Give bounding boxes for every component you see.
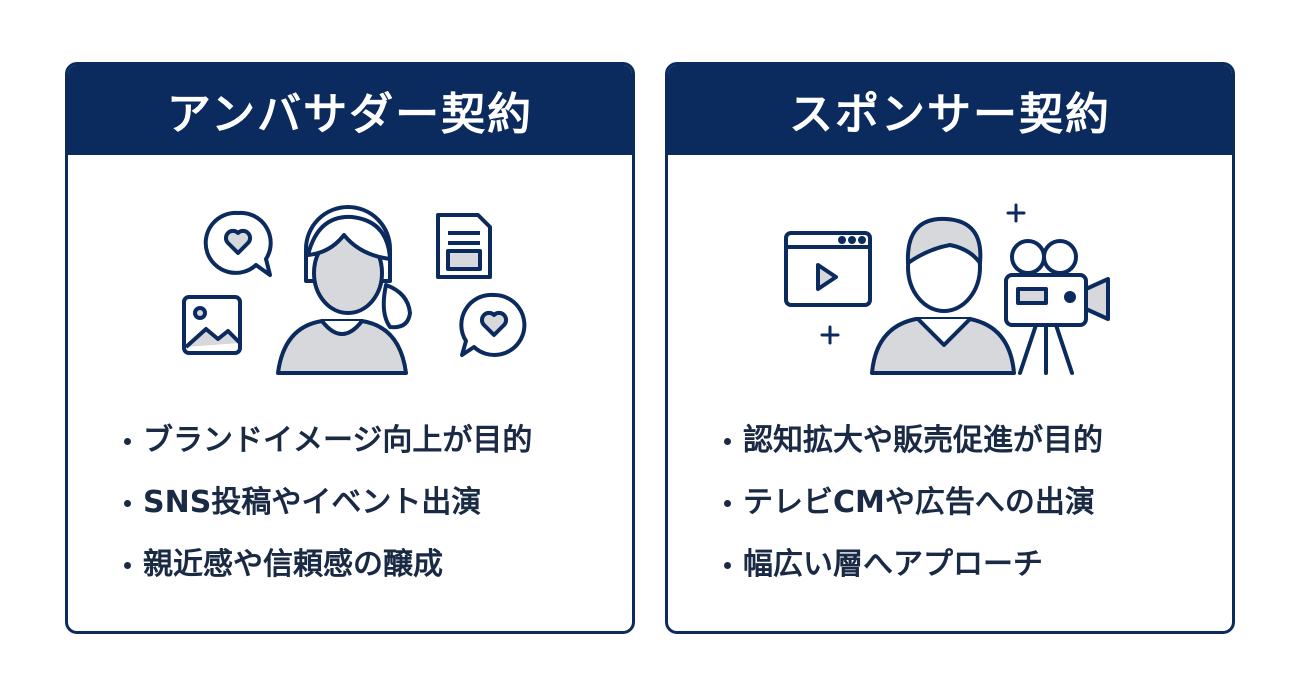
bullet-dot-icon xyxy=(724,499,731,507)
bullet-text: テレビCMや広告への出演 xyxy=(743,485,1095,520)
sponsor-illustration-svg xyxy=(784,203,1110,375)
sponsor-contract-card: スポンサー契約 xyxy=(665,62,1235,634)
list-item: 親近感や信頼感の醸成 xyxy=(120,534,532,596)
bullet-text: ブランドイメージ向上が目的 xyxy=(143,423,533,458)
list-item: 認知拡大や販売促進が目的 xyxy=(720,410,1103,472)
bullet-dot-icon xyxy=(724,561,731,569)
ambassador-bullet-list: ブランドイメージ向上が目的 SNS投稿やイベント出演 親近感や信頼感の醸成 xyxy=(120,410,532,596)
bullet-dot-icon xyxy=(724,437,731,445)
sponsor-bullet-list: 認知拡大や販売促進が目的 テレビCMや広告への出演 幅広い層へアプローチ xyxy=(720,410,1103,596)
list-item: テレビCMや広告への出演 xyxy=(720,472,1103,534)
ambassador-card-title: アンバサダー契約 xyxy=(68,65,632,155)
bullet-text: SNS投稿やイベント出演 xyxy=(143,485,482,520)
bullet-dot-icon xyxy=(124,437,131,445)
sponsor-illustration xyxy=(668,185,1232,385)
list-item: SNS投稿やイベント出演 xyxy=(120,472,532,534)
heart-speech-bubble-icon xyxy=(203,210,273,277)
image-icon xyxy=(182,295,242,355)
heart-speech-bubble-icon-2 xyxy=(459,292,527,357)
bullet-text: 認知拡大や販売促進が目的 xyxy=(743,423,1103,458)
list-item: 幅広い層へアプローチ xyxy=(720,534,1103,596)
sparkle-icon xyxy=(820,203,1026,345)
bullet-text: 幅広い層へアプローチ xyxy=(743,547,1043,582)
list-item: ブランドイメージ向上が目的 xyxy=(120,410,532,472)
video-player-icon xyxy=(784,231,872,307)
document-icon xyxy=(436,213,492,279)
ambassador-illustration-svg xyxy=(182,205,527,375)
sponsor-card-title: スポンサー契約 xyxy=(668,65,1232,155)
bullet-text: 親近感や信頼感の醸成 xyxy=(143,547,443,582)
bullet-dot-icon xyxy=(124,561,131,569)
ambassador-illustration xyxy=(68,185,632,385)
movie-camera-icon xyxy=(1004,239,1110,375)
ambassador-contract-card: アンバサダー契約 xyxy=(65,62,635,634)
woman-avatar-icon xyxy=(276,205,412,375)
bullet-dot-icon xyxy=(124,499,131,507)
man-avatar-icon xyxy=(870,216,1016,375)
